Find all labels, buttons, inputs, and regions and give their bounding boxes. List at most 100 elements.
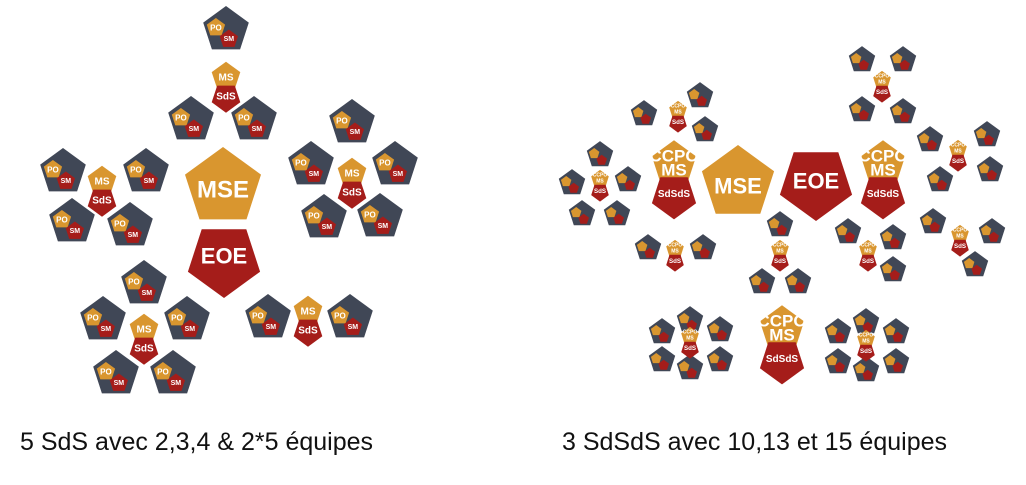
- po-label: PO: [175, 114, 187, 123]
- ccpo-label: CCPO: [859, 333, 874, 339]
- team-pentagon: [49, 198, 95, 242]
- team-pentagon: [824, 348, 852, 374]
- po-pentagon: [891, 105, 903, 116]
- sds-pentagon: [759, 342, 805, 385]
- sds-label: SdS: [684, 345, 696, 352]
- team-pentagon: [973, 121, 1001, 147]
- po-pentagon: [83, 308, 103, 326]
- ms-pentagon: [669, 100, 687, 118]
- sm-pentagon: [899, 111, 910, 122]
- ms-pentagon: [293, 295, 323, 323]
- sm-pentagon: [758, 281, 769, 292]
- team-pentagon: [648, 318, 676, 344]
- ms-pentagon: [211, 61, 241, 89]
- po-pentagon: [854, 363, 866, 374]
- ms-label: MS: [878, 80, 886, 86]
- sm-pentagon: [304, 164, 323, 182]
- sm-label: SM: [142, 290, 153, 297]
- sm-pentagon: [388, 164, 407, 182]
- sm-label: SM: [322, 224, 333, 231]
- ms-pentagon: [949, 139, 967, 157]
- ms-pentagon: [771, 239, 789, 257]
- sm-label: SM: [171, 380, 182, 387]
- po-label: PO: [171, 314, 183, 323]
- ms-label: MS: [954, 149, 962, 155]
- po-pentagon: [636, 241, 648, 252]
- mse-pentagon: [185, 147, 261, 220]
- po-pentagon: [826, 325, 838, 336]
- ms-pentagon: [859, 239, 877, 257]
- sm-pentagon: [658, 331, 669, 342]
- sm-label: SM: [266, 324, 277, 331]
- team-pentagon: [630, 100, 658, 126]
- po-pentagon: [678, 361, 690, 372]
- po-label: PO: [252, 312, 264, 321]
- sds-pentagon: [681, 341, 699, 359]
- sds-label: SdS: [774, 258, 786, 265]
- sm-pentagon: [834, 361, 845, 372]
- po-pentagon: [632, 107, 644, 118]
- team-pentagon: [357, 193, 403, 237]
- sm-pentagon: [862, 321, 873, 332]
- sm-label: SM: [185, 326, 196, 333]
- sm-pentagon: [345, 122, 364, 140]
- po-label: PO: [364, 211, 376, 220]
- team-pentagon: [676, 354, 704, 380]
- sm-pentagon: [794, 281, 805, 292]
- po-pentagon: [605, 207, 617, 218]
- eoe-label-right: EOE: [793, 169, 839, 194]
- po-pentagon: [570, 207, 582, 218]
- team-pentagon: [824, 318, 852, 344]
- team-pentagon: [603, 200, 631, 226]
- sds-pentagon: [293, 319, 323, 347]
- po-pentagon: [963, 258, 975, 269]
- po-pentagon: [206, 18, 226, 36]
- sds-pentagon: [873, 85, 891, 103]
- team-pentagon: [123, 148, 169, 192]
- team-pentagon: [926, 166, 954, 192]
- sm-pentagon: [578, 213, 589, 224]
- po-pentagon: [167, 308, 187, 326]
- po-pentagon: [110, 214, 130, 232]
- po-pentagon: [43, 160, 63, 178]
- po-pentagon: [560, 176, 572, 187]
- po-label: PO: [379, 159, 391, 168]
- po-pentagon: [126, 160, 146, 178]
- ms-pentagon: [129, 313, 159, 341]
- ms-label: MS: [870, 160, 896, 179]
- po-label: PO: [130, 166, 142, 175]
- ms-label: MS: [674, 110, 682, 116]
- ccpo-label: CCPO: [875, 74, 890, 80]
- sm-label: SM: [101, 326, 112, 333]
- sm-pentagon: [716, 329, 727, 340]
- sds-pentagon: [859, 254, 877, 272]
- sm-pentagon: [373, 216, 392, 234]
- po-pentagon: [588, 148, 600, 159]
- sm-pentagon: [899, 59, 910, 70]
- ms-pentagon: [873, 70, 891, 88]
- team-pentagon: [568, 200, 596, 226]
- sds-label: SdS: [860, 348, 872, 355]
- sds-pentagon: [87, 189, 117, 217]
- sm-pentagon: [862, 369, 873, 380]
- team-pentagon: [691, 116, 719, 142]
- po-pentagon: [691, 241, 703, 252]
- team-pentagon: [784, 268, 812, 294]
- sds-label: SdS: [594, 188, 606, 195]
- ccpo-label: CCPO: [671, 104, 686, 110]
- po-pentagon: [688, 89, 700, 100]
- team-pentagon: [689, 234, 717, 260]
- sds-pentagon: [211, 85, 241, 113]
- sm-pentagon: [123, 225, 142, 243]
- ms-pentagon: [651, 140, 697, 183]
- ccpo-label: CCPO: [953, 228, 968, 234]
- sds-label: SdS: [342, 187, 362, 198]
- team-pentagon: [919, 208, 947, 234]
- sds-label: SdS: [298, 325, 318, 336]
- ccpo-label: CCPO: [593, 173, 608, 179]
- ms-label: MS: [862, 339, 870, 345]
- sm-label: SM: [70, 228, 81, 235]
- sm-pentagon: [858, 109, 869, 120]
- sm-pentagon: [644, 247, 655, 258]
- po-pentagon: [332, 111, 352, 129]
